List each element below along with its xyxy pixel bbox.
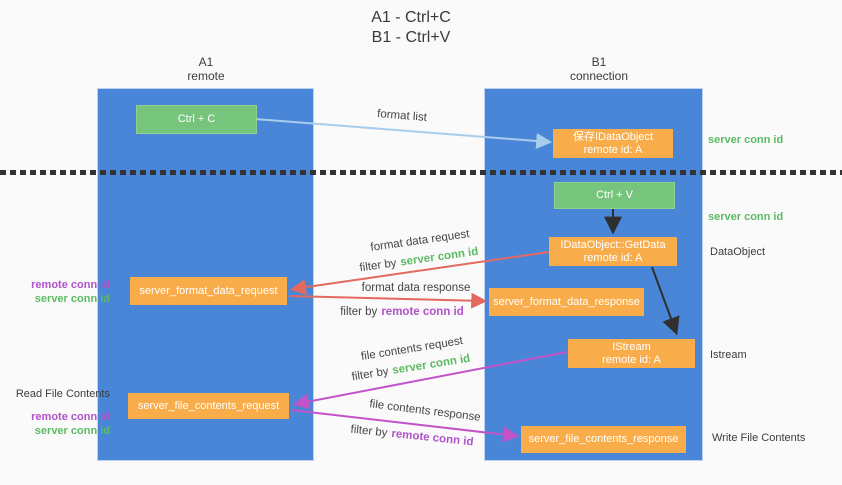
getdata-line2: remote id: A [583,251,643,264]
label-format-data-response: format data response [361,282,471,294]
remote-conn-id-text: remote conn id [381,306,464,318]
server-conn-id-text: server conn id [399,245,480,269]
file-response-label: server_file_contents_response [528,433,679,445]
istream-line1: IStream [612,340,651,353]
lane-b1-role: connection [569,69,629,83]
node-ctrl-c: Ctrl + C [136,105,257,134]
label-write-file-contents: Write File Contents [712,432,806,444]
lane-header-a1: A1 remote [146,55,266,83]
filter-by-text: filter by [358,257,398,275]
node-ctrl-v: Ctrl + V [554,182,675,209]
node-server-file-contents-response: server_file_contents_response [521,426,686,453]
filter-by-text: filter by [350,365,390,384]
label-file-contents-response: file contents response [368,398,482,424]
save-idataobject-line1: 保存IDataObject [572,130,654,143]
filter-by-text: filter by [340,306,378,318]
label-remote-conn-id-1: remote conn id [31,279,110,291]
label-istream: Istream [710,349,747,361]
node-server-format-data-request: server_format_data_request [130,277,287,305]
label-server-conn-id-top: server conn id [708,134,784,146]
label-read-file-contents: Read File Contents [15,388,110,400]
filter-by-text: filter by [349,423,389,440]
lane-b1-name: B1 [591,55,607,69]
istream-line2: remote id: A [602,353,661,366]
lane-a1-role: remote [187,69,225,83]
file-request-label: server_file_contents_request [137,399,280,412]
node-istream: IStream remote id: A [568,339,695,368]
lane-a1-name: A1 [198,55,214,69]
node-save-idataobject: 保存IDataObject remote id: A [553,129,673,158]
format-request-label: server_format_data_request [139,284,278,297]
session-divider-dotted-line [0,170,842,175]
lane-header-b1: B1 connection [539,55,659,83]
arrow-format-data-response [288,292,488,309]
getdata-line1: IDataObject::GetData [560,238,666,251]
title-line-1: A1 - Ctrl+C [371,9,451,26]
remote-conn-id-text: remote conn id [390,427,475,449]
label-remote-conn-id-2: remote conn id [31,411,110,423]
ctrl-v-label: Ctrl + V [596,189,633,201]
node-idataobject-getdata: IDataObject::GetData remote id: A [549,237,677,266]
node-server-format-data-response: server_format_data_response [489,288,644,316]
label-server-conn-id-mid: server conn id [708,211,784,223]
save-idataobject-line2: remote id: A [583,143,643,156]
label-server-conn-id-2: server conn id [34,425,110,437]
label-format-list: format list [376,108,428,124]
format-response-label: server_format_data_response [493,295,640,308]
diagram-title: A1 - Ctrl+C B1 - Ctrl+V [0,8,822,48]
node-server-file-contents-request: server_file_contents_request [128,393,289,419]
label-dataobject: DataObject [710,246,766,258]
title-line-2: B1 - Ctrl+V [371,29,451,46]
label-server-conn-id-1: server conn id [34,293,110,305]
ctrl-c-label: Ctrl + C [177,113,216,125]
